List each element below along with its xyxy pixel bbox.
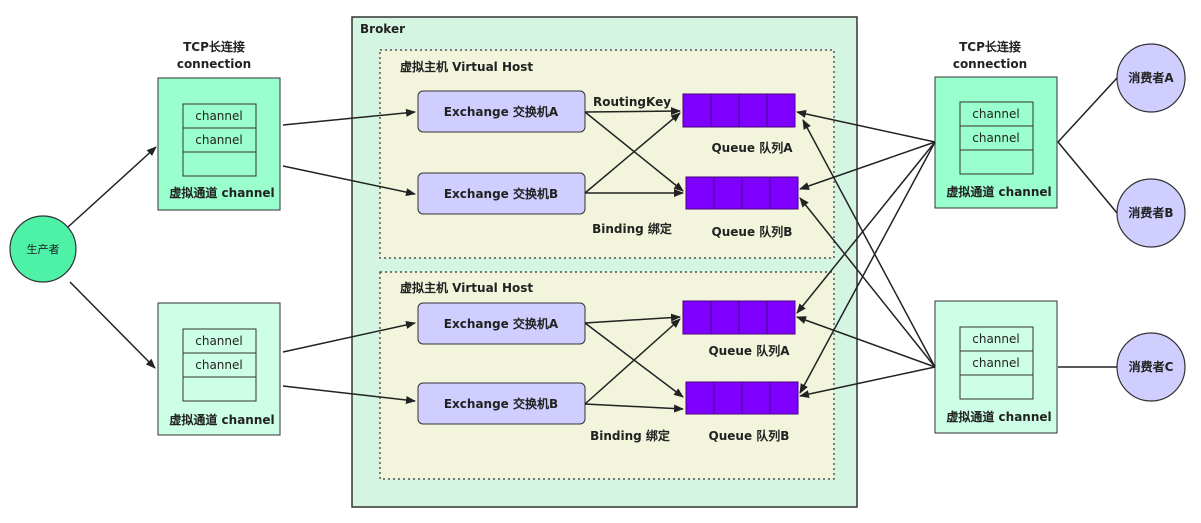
consumer-b-node: 消费者B — [1116, 178, 1186, 248]
producer-node: 生产者 — [9, 215, 77, 283]
channel-label: channel — [195, 358, 242, 372]
broker-label: Broker — [360, 22, 405, 36]
vhost-2-queue-b: Queue 队列B — [685, 381, 799, 443]
connection-right-bottom: channel channel 虚拟通道 channel — [934, 300, 1058, 434]
vhost-1-box — [379, 49, 835, 259]
channel-caption: 虚拟通道 channel — [169, 412, 274, 427]
channel-label: channel — [195, 334, 242, 348]
channel-label: channel — [972, 131, 1019, 145]
producer-label: 生产者 — [27, 242, 60, 256]
binding-label: Binding 绑定 — [590, 428, 670, 443]
consumer-c-node: 消费者C — [1116, 332, 1186, 402]
consumer-a-node: 消费者A — [1116, 43, 1186, 113]
channel-label: channel — [972, 107, 1019, 121]
queue-label: Queue 队列A — [708, 343, 790, 358]
binding-label: Binding 绑定 — [592, 221, 672, 236]
vhost-2-queue-a: Queue 队列A — [682, 300, 796, 358]
vhost-1-exchange-b: Exchange 交换机B — [417, 172, 586, 215]
vhost-1-queue-b: Queue 队列B — [685, 176, 799, 239]
channel-caption: 虚拟通道 channel — [946, 184, 1051, 199]
channel-caption: 虚拟通道 channel — [169, 185, 274, 200]
exchange-label: Exchange 交换机B — [444, 396, 558, 411]
channel-label: channel — [195, 109, 242, 123]
vhost-2-exchange-b: Exchange 交换机B — [417, 382, 586, 425]
routing-key-label: RoutingKey — [593, 95, 671, 109]
exchange-label: Exchange 交换机A — [444, 104, 559, 119]
connection-title-line2: connection — [177, 57, 251, 71]
consumer-label: 消费者B — [1128, 205, 1173, 220]
connection-left-top: TCP长连接 connection channel channel 虚拟通道 c… — [157, 39, 281, 211]
vhost-2-label: 虚拟主机 Virtual Host — [400, 280, 533, 295]
vhost-1-label: 虚拟主机 Virtual Host — [400, 59, 533, 74]
vhost-1-exchange-a: Exchange 交换机A — [417, 90, 586, 133]
connector-lines — [67, 77, 1118, 413]
queue-label: Queue 队列A — [711, 140, 793, 155]
connection-title-line1: TCP长连接 — [959, 39, 1021, 54]
exchange-label: Exchange 交换机B — [444, 186, 558, 201]
vhost-2-exchange-a: Exchange 交换机A — [417, 302, 586, 345]
queue-label: Queue 队列B — [712, 224, 793, 239]
consumer-label: 消费者C — [1129, 359, 1174, 374]
channel-label: channel — [972, 356, 1019, 370]
connection-left-bottom: channel channel 虚拟通道 channel — [157, 302, 281, 436]
vhost-1-queue-a: Queue 队列A — [682, 93, 796, 155]
connection-title-line1: TCP长连接 — [183, 39, 245, 54]
queue-label: Queue 队列B — [709, 428, 790, 443]
exchange-label: Exchange 交换机A — [444, 316, 559, 331]
channel-caption: 虚拟通道 channel — [946, 409, 1051, 424]
channel-label: channel — [195, 133, 242, 147]
connection-title-line2: connection — [953, 57, 1027, 71]
channel-label: channel — [972, 332, 1019, 346]
consumer-label: 消费者A — [1128, 70, 1174, 85]
connection-right-top: TCP长连接 connection channel channel 虚拟通道 c… — [934, 39, 1058, 209]
